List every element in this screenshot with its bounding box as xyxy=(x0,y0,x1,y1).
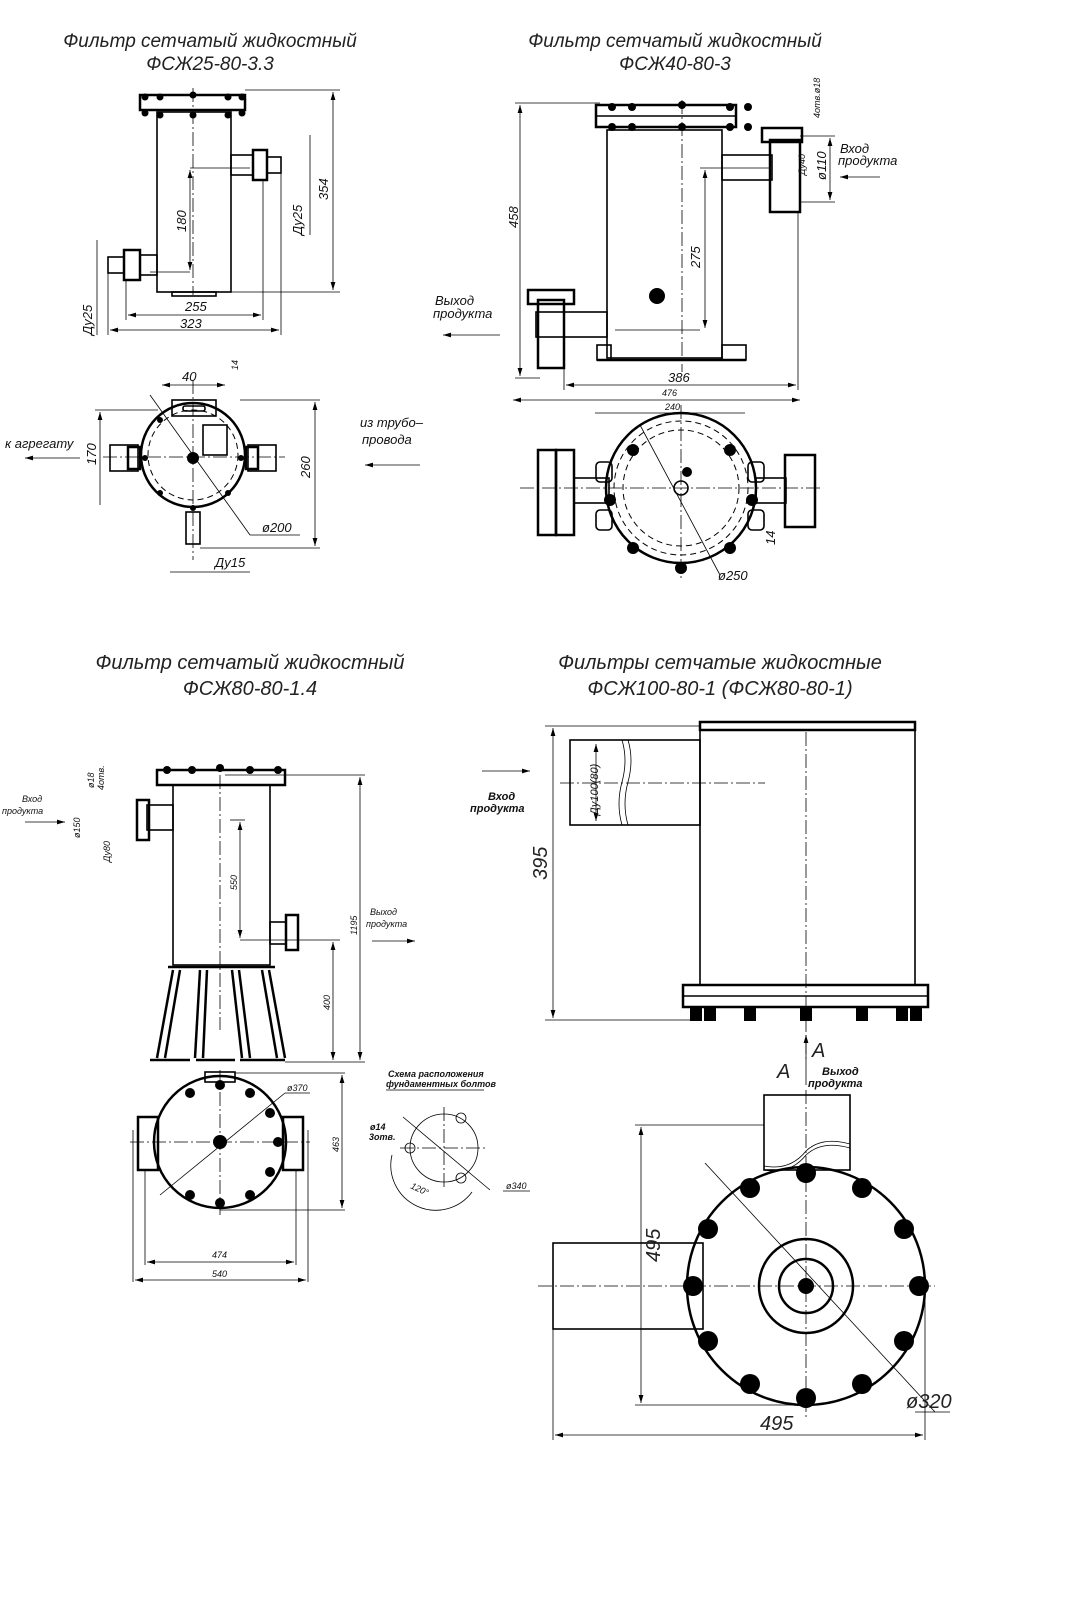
dim-550: 550 xyxy=(229,875,239,890)
dim-458: 458 xyxy=(506,206,521,228)
dim-495-horizontal: 495 xyxy=(760,1413,794,1435)
bolt-scheme-circle: ø340 xyxy=(506,1181,527,1191)
dim-240: 240 xyxy=(664,402,680,412)
title-fszh40-line1: Фильтр сетчатый жидкостный xyxy=(528,31,822,52)
top-cover xyxy=(698,720,917,732)
drawing-fszh100-elevation: Ду100(80) 395 Вход продукта xyxy=(470,720,930,1060)
title-fszh25-line1: Фильтр сетчатый жидкостный xyxy=(63,31,357,52)
drawing-fszh40-elevation: 458 275 4отв.ø18 Ду40 ø110 Вход продукта… xyxy=(433,78,897,390)
support-legs xyxy=(150,969,287,1062)
title-fszh80-14-line1: Фильтр сетчатый жидкостный xyxy=(95,652,405,674)
dim-255: 255 xyxy=(184,299,207,314)
dim-4holes: 4отв. xyxy=(96,765,106,790)
label-inlet-1: Вход xyxy=(22,794,42,804)
bolt-scheme-title-2: фундаментных болтов xyxy=(386,1079,497,1089)
dim-495-vertical: 495 xyxy=(643,1228,665,1262)
dim-354: 354 xyxy=(316,178,331,200)
dim-40: 40 xyxy=(182,369,197,384)
dim-d200-label: ø200 xyxy=(262,520,292,535)
dim-du100: Ду100(80) xyxy=(589,763,601,817)
label-inlet-2: продукта xyxy=(470,803,525,815)
bolt-scheme-hole-n: 3отв. xyxy=(369,1132,395,1142)
outlet-pipe xyxy=(763,1094,851,1171)
dim-d110: ø110 xyxy=(814,151,829,180)
label-outlet-2: продукта xyxy=(366,919,407,929)
filter-body xyxy=(699,729,916,986)
dim-180: 180 xyxy=(174,210,189,232)
top-flange xyxy=(155,768,287,787)
label-inlet-1: Вход xyxy=(488,791,515,803)
dim-395: 395 xyxy=(530,846,552,880)
flange-bolts xyxy=(163,764,282,774)
label-inlet-2: продукта xyxy=(2,806,43,816)
label-outlet-1: Выход xyxy=(822,1066,859,1078)
inlet-pipe xyxy=(569,739,701,826)
drawing-fszh40-plan: 476 240 14 ø250 xyxy=(513,388,820,583)
title-fszh100-line1: Фильтры сетчатые жидкостные xyxy=(558,652,882,674)
dim-du40: Ду40 xyxy=(797,154,807,176)
dim-474: 474 xyxy=(212,1250,227,1260)
label-to-unit: к агрегату xyxy=(5,436,75,451)
dim-d150: ø150 xyxy=(72,817,82,838)
dim-4holes-18: 4отв.ø18 xyxy=(812,78,822,118)
dim-323: 323 xyxy=(180,316,202,331)
flange-bolts xyxy=(608,101,752,131)
bolt-scheme-hole-d: ø14 xyxy=(370,1122,386,1132)
dim-14: 14 xyxy=(763,531,778,545)
dim-d370: ø370 xyxy=(287,1083,308,1093)
filter-body xyxy=(156,111,232,293)
title-fszh25-line2: ФСЖ25-80-3.3 xyxy=(146,54,274,75)
title-fszh100: Фильтры сетчатые жидкостные ФСЖ100-80-1 … xyxy=(530,650,910,702)
label-from-pipe-2: провода xyxy=(362,432,412,447)
dim-463: 463 xyxy=(331,1137,341,1152)
label-outlet-1: Выход xyxy=(435,293,474,308)
label-inlet-2: продукта xyxy=(838,153,897,168)
dim-d18: ø18 xyxy=(86,772,96,788)
dim-du25-outlet: Ду25 xyxy=(290,204,305,237)
title-fszh40: Фильтр сетчатый жидкостный ФСЖ40-80-3 xyxy=(505,30,845,76)
dim-d250: ø250 xyxy=(718,568,748,583)
label-inlet-1: Вход xyxy=(840,141,869,156)
dim-du80: Ду80 xyxy=(102,841,112,863)
filter-body xyxy=(172,784,271,966)
dim-386: 386 xyxy=(668,370,690,385)
label-outlet-2: продукта xyxy=(433,306,492,321)
drawing-fszh25-elevation: 354 180 Ду25 Ду25 255 323 xyxy=(80,88,340,337)
label-from-pipe-1: из трубо– xyxy=(360,415,424,430)
dim-14: 14 xyxy=(230,360,240,370)
dim-du15: Ду15 xyxy=(213,555,246,570)
title-fszh25: Фильтр сетчатый жидкостный ФСЖ25-80-3.3 xyxy=(40,30,380,76)
bolt-scheme: Схема расположения фундаментных болтов ø… xyxy=(369,1069,530,1211)
flange-bolts xyxy=(141,91,246,119)
dim-1195: 1195 xyxy=(349,915,359,935)
dim-d320: ø320 xyxy=(906,1391,952,1413)
bottom-bolts xyxy=(690,1007,922,1021)
drawing-fszh25-plan: ø320 ø200 40 14 170 260 Ду15 к агрегату … xyxy=(5,360,424,573)
label-outlet-1: Выход xyxy=(370,907,397,917)
dim-170: 170 xyxy=(84,443,99,465)
dim-540: 540 xyxy=(212,1269,227,1279)
drawing-fszh80-plan: ø370 463 474 540 xyxy=(130,1070,345,1283)
drawing-fszh100-plan: A A Выход продукта ø320 495 495 xyxy=(538,1035,952,1440)
title-fszh80-14: Фильтр сетчатый жидкостный ФСЖ80-80-1.4 xyxy=(70,650,430,702)
title-fszh100-line2: ФСЖ100-80-1 (ФСЖ80-80-1) xyxy=(587,678,853,700)
section-label-a1: A xyxy=(811,1040,825,1062)
dim-275: 275 xyxy=(688,246,703,269)
dim-476: 476 xyxy=(662,388,677,398)
section-label-a2: A xyxy=(776,1061,790,1083)
title-fszh80-14-line2: ФСЖ80-80-1.4 xyxy=(182,678,318,700)
dim-400: 400 xyxy=(322,995,332,1010)
bolt-scheme-angle: 120° xyxy=(409,1181,430,1198)
drawing-fszh80-elevation: 1195 550 400 ø18 4отв. ø150 Ду80 Вход пр… xyxy=(2,764,415,1063)
label-outlet-2: продукта xyxy=(808,1078,863,1090)
dim-du25-inlet: Ду25 xyxy=(80,304,95,337)
dim-260: 260 xyxy=(298,456,313,479)
bolt-scheme-title-1: Схема расположения xyxy=(388,1069,484,1079)
filter-body xyxy=(606,129,723,359)
title-fszh40-line2: ФСЖ40-80-3 xyxy=(619,54,731,75)
